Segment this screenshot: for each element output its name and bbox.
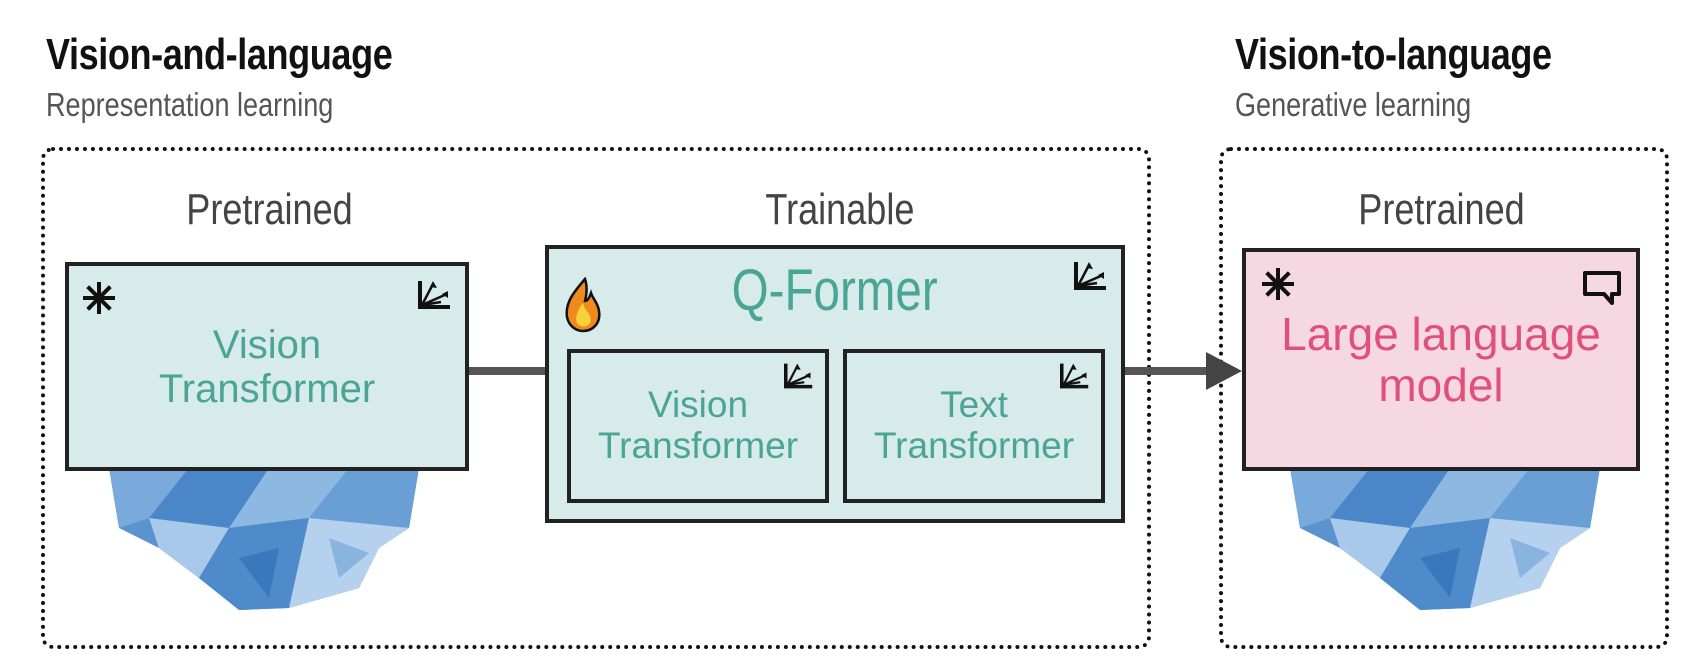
vision-transformer-box: Vision Transformer (65, 262, 469, 471)
connector-line (466, 367, 548, 375)
embedding-axes-icon (784, 361, 814, 389)
representation-learning-container (41, 147, 1151, 649)
qformer-box: Q-Former Vision Transformer Text Transfo… (545, 245, 1125, 523)
llm-label: Large language model (1281, 309, 1601, 410)
embedding-axes-icon (1074, 260, 1108, 290)
label-text: Pretrained (1358, 185, 1526, 234)
label-line: Text (940, 384, 1008, 426)
subtitle-text: Generative learning (1235, 86, 1472, 123)
subtitle-text: Representation learning (46, 86, 334, 123)
text-transformer-label: Text Transformer (874, 385, 1074, 466)
iceberg-icon (109, 468, 419, 610)
label-line: Transformer (158, 366, 376, 411)
vision-transformer-label: Vision Transformer (159, 323, 375, 411)
label-line: Vision (647, 384, 749, 426)
label-line: model (1378, 358, 1504, 411)
qformer-title: Q-Former (549, 257, 1121, 324)
label-line: Vision (212, 322, 322, 367)
qformer-title-text: Q-Former (731, 258, 939, 323)
pretrained-label-left: Pretrained (160, 185, 380, 235)
snowflake-icon (1260, 266, 1296, 302)
snowflake-icon (81, 280, 117, 316)
large-language-model-box: Large language model (1242, 248, 1640, 471)
qformer-vision-transformer-box: Vision Transformer (567, 349, 829, 503)
qformer-text-transformer-box: Text Transformer (843, 349, 1105, 503)
chat-bubble-icon (1583, 271, 1621, 305)
label-line: Large language (1281, 307, 1601, 360)
label-line: Transformer (597, 425, 799, 466)
arrow-icon (1120, 352, 1242, 390)
section-subtitle-generative: Generative learning (1235, 86, 1523, 124)
label-line: Transformer (873, 425, 1075, 466)
title-text: Vision-and-language (46, 30, 393, 79)
label-text: Trainable (765, 185, 915, 234)
iceberg-icon (1290, 468, 1600, 610)
pretrained-label-right: Pretrained (1332, 185, 1552, 235)
label-text: Pretrained (186, 185, 354, 234)
section-title-vision-to-language: Vision-to-language (1235, 30, 1621, 80)
section-title-vision-and-language: Vision-and-language (46, 30, 468, 80)
generative-learning-container (1219, 147, 1669, 649)
embedding-axes-icon (1059, 361, 1091, 389)
trainable-label: Trainable (730, 185, 950, 235)
title-text: Vision-to-language (1235, 30, 1552, 79)
vision-transformer-label: Vision Transformer (598, 385, 798, 466)
fire-icon (565, 277, 601, 333)
embedding-axes-icon (418, 279, 452, 309)
section-subtitle-representation: Representation learning (46, 86, 396, 124)
